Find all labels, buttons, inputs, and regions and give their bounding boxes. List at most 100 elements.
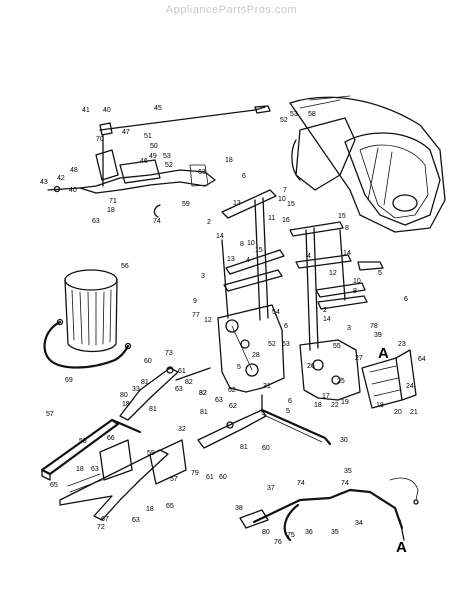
callout-label: 5 [378, 270, 382, 277]
callout-label: 10 [247, 240, 255, 247]
callout-label: 65 [166, 503, 174, 510]
callout-label: 60 [144, 358, 152, 365]
callout-label: 12 [204, 317, 212, 324]
bottom-frame [40, 418, 187, 521]
callout-label: 75 [287, 532, 295, 539]
callout-label: 63 [282, 341, 290, 348]
callout-label: 15 [338, 213, 346, 220]
callout-label: 80 [120, 392, 128, 399]
right-bracket [299, 339, 417, 409]
callout-label: 63 [215, 397, 223, 404]
callout-label: 57 [170, 476, 178, 483]
callout-label: 74 [341, 480, 349, 487]
callout-label: 39 [374, 332, 382, 339]
callout-label: 76 [274, 539, 282, 546]
callout-label: 6 [284, 323, 288, 330]
callout-label: 74 [297, 480, 305, 487]
callout-label: 14 [216, 233, 224, 240]
callout-label: 3 [347, 325, 351, 332]
callout-label: 56 [121, 263, 129, 270]
callout-label: 50 [150, 143, 158, 150]
callout-label: 11 [268, 215, 275, 222]
callout-label: 78 [370, 323, 378, 330]
callout-label: 59 [147, 450, 155, 457]
callout-label: 63 [132, 517, 140, 524]
callout-label: 13 [233, 200, 241, 207]
callout-label: 71 [109, 198, 117, 205]
callout-label: 61 [178, 368, 186, 375]
callout-label: 17 [322, 393, 330, 400]
callout-label: 24 [406, 383, 414, 390]
callout-label: 53 [290, 111, 298, 118]
callout-label: 58 [79, 438, 87, 445]
callout-label: 4 [307, 253, 311, 260]
callout-label: 53 [163, 153, 171, 160]
callout-label: 40 [69, 187, 77, 194]
callout-label: 10 [353, 278, 361, 285]
support-arms [221, 189, 384, 351]
callout-label: 63 [198, 169, 206, 176]
side-frame-left [217, 304, 285, 393]
callout-label: 34 [355, 520, 363, 527]
callout-label: 63 [91, 466, 99, 473]
chute-cable [239, 477, 419, 542]
callout-label: 47 [122, 129, 130, 136]
callout-label: 52 [165, 162, 173, 169]
callout-label: 62 [229, 403, 237, 410]
callout-label: 82 [199, 390, 207, 397]
callout-label: 63 [175, 386, 183, 393]
callout-label: 80 [262, 529, 270, 536]
callout-label: 33 [132, 386, 140, 393]
callout-label: 81 [141, 379, 149, 386]
callout-label: 48 [70, 167, 78, 174]
callout-label: 73 [165, 350, 173, 357]
callout-label: 52 [268, 341, 276, 348]
callout-label: 27 [355, 355, 363, 362]
callout-label: 67 [101, 516, 109, 523]
callout-label: 8 [240, 241, 244, 248]
callout-label: 57 [46, 411, 54, 418]
callout-label: 61 [206, 474, 214, 481]
callout-label: 18 [107, 207, 115, 214]
callout-label: 70 [96, 136, 104, 143]
callout-label: 18 [376, 402, 384, 409]
callout-label: 66 [107, 435, 115, 442]
callout-label: 6 [242, 173, 246, 180]
callout-label: 74 [153, 218, 161, 225]
callout-label: 18 [76, 466, 84, 473]
callout-label: 4 [246, 257, 250, 264]
callout-label: 18 [225, 157, 233, 164]
callout-label: 58 [308, 111, 316, 118]
callout-label: 2 [323, 307, 327, 314]
watermark: AppliancePartsPros.com [165, 4, 298, 16]
callout-label: 46 [140, 158, 148, 165]
callout-label: 45 [154, 105, 162, 112]
callout-label: 23 [398, 341, 406, 348]
callout-label: 21 [410, 409, 418, 416]
callout-label: 54 [272, 309, 280, 316]
callout-label: 19 [341, 399, 349, 406]
filter-canister [43, 269, 132, 369]
callout-label: 81 [149, 406, 157, 413]
callout-label: 35 [344, 468, 352, 475]
callout-label: 5 [237, 364, 241, 371]
callout-label: 77 [192, 312, 200, 319]
callout-label: 22 [331, 402, 339, 409]
callout-label: 20 [394, 409, 402, 416]
callout-label: 14 [323, 316, 331, 323]
callout-label: 15 [287, 201, 295, 208]
callout-label: 60 [262, 445, 270, 452]
callout-label: 2 [207, 219, 211, 226]
callout-label: 55 [333, 343, 341, 350]
callout-label: 18 [314, 402, 322, 409]
callout-label: 25 [337, 378, 345, 385]
callout-label: 16 [282, 217, 290, 224]
callout-label: 26 [307, 363, 315, 370]
rod-assembly [260, 394, 332, 446]
callout-label: 59 [182, 201, 190, 208]
callout-label: 6 [288, 398, 292, 405]
callout-label: 82 [185, 379, 193, 386]
callout-label: 42 [57, 175, 65, 182]
callout-label: 8 [345, 225, 349, 232]
